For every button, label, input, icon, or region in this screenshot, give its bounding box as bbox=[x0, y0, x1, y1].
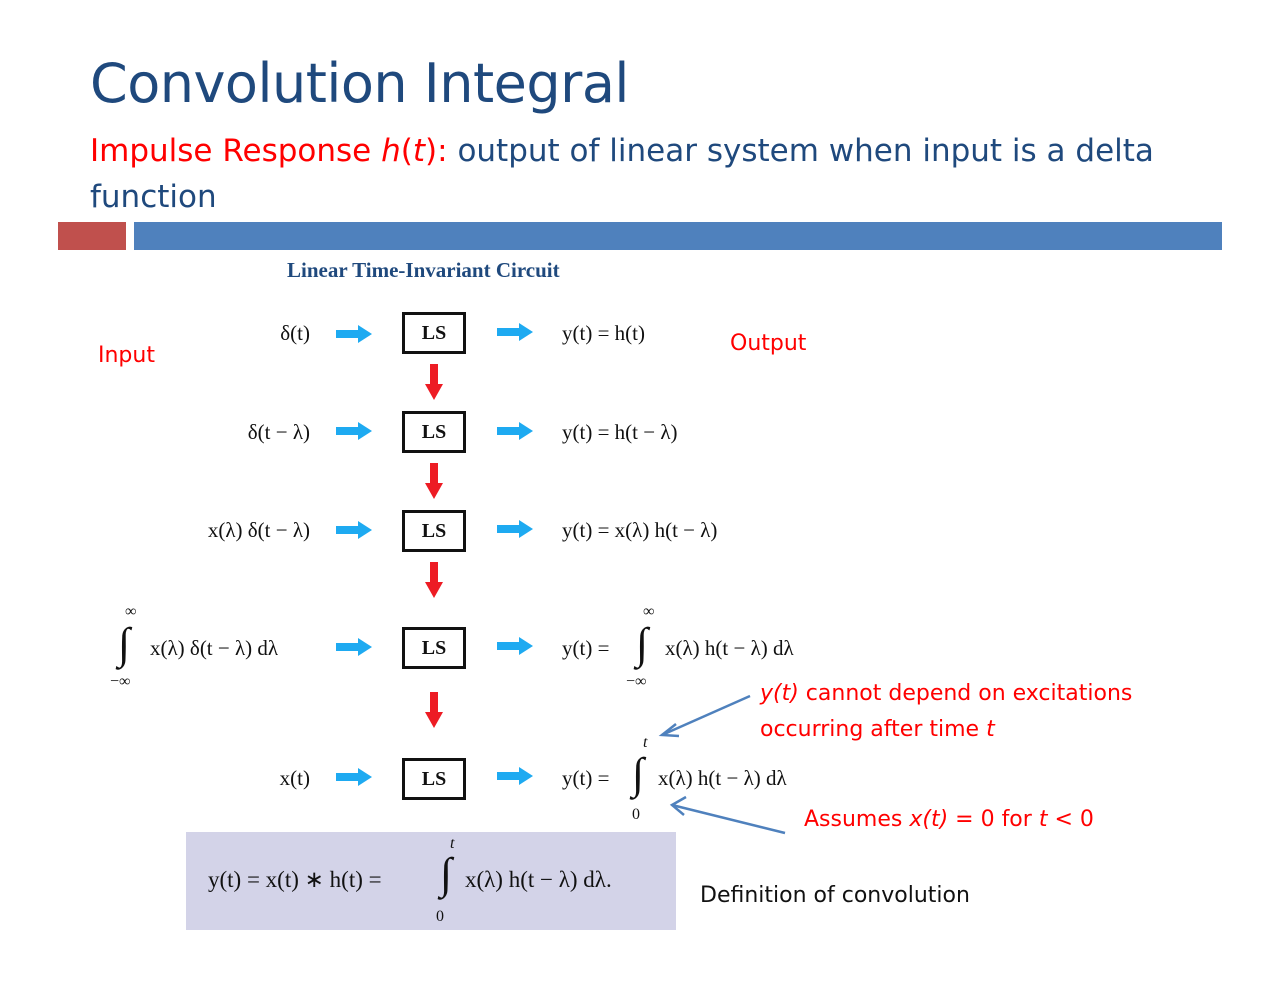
flow-arrow-icon bbox=[336, 325, 372, 343]
slide-title: Convolution Integral bbox=[90, 52, 629, 115]
step-arrow-icon bbox=[425, 692, 443, 728]
assumption-text: Assumes bbox=[804, 807, 910, 832]
row1-input: δ(t) bbox=[280, 321, 310, 345]
output-integral-upper: ∞ bbox=[643, 603, 655, 620]
x-of-t: x(t) bbox=[909, 807, 949, 832]
definition-note: Definition of convolution bbox=[700, 883, 970, 908]
t-variable: t bbox=[986, 717, 995, 742]
ls-box: LS bbox=[402, 411, 466, 453]
slide-subtitle: Impulse Response h(t): output of linear … bbox=[90, 128, 1170, 220]
row5-output-lhs: y(t) = bbox=[562, 766, 610, 790]
output-label: Output bbox=[730, 331, 807, 356]
header-main-bar bbox=[134, 222, 1222, 250]
definition-lower-limit: 0 bbox=[436, 908, 444, 925]
flow-arrow-icon bbox=[497, 422, 533, 440]
step-arrow-icon bbox=[425, 463, 443, 499]
row3-input: x(λ) δ(t − λ) bbox=[207, 518, 310, 542]
row5-input: x(t) bbox=[279, 766, 310, 790]
causality-text: occurring after time bbox=[760, 717, 987, 742]
flow-arrow-icon bbox=[336, 422, 372, 440]
causality-annotation: y(t) cannot depend on excitations occurr… bbox=[760, 676, 1132, 748]
definition-lhs: y(t) = x(t) ∗ h(t) = bbox=[208, 867, 382, 892]
integral-sign: ∫ bbox=[632, 749, 645, 798]
input-label: Input bbox=[98, 343, 155, 368]
header-accent-bar bbox=[58, 222, 126, 250]
colon: : bbox=[437, 133, 448, 169]
definition-upper-limit: t bbox=[450, 835, 455, 852]
row3-output: y(t) = x(λ) h(t − λ) bbox=[562, 518, 718, 542]
output-integral-upper: t bbox=[643, 734, 648, 751]
definition-box bbox=[186, 832, 676, 930]
t-variable: t bbox=[1038, 807, 1048, 832]
input-integral-upper: ∞ bbox=[125, 603, 137, 620]
flow-arrow-icon bbox=[497, 520, 533, 538]
t-symbol: t bbox=[412, 133, 426, 169]
flow-arrow-icon bbox=[497, 767, 533, 785]
row2-output: y(t) = h(t − λ) bbox=[562, 420, 678, 444]
step-arrow-icon bbox=[425, 562, 443, 598]
h-symbol: h bbox=[381, 133, 401, 169]
integral-sign: ∫ bbox=[636, 619, 649, 668]
integral-sign: ∫ bbox=[118, 619, 131, 668]
row2-input: δ(t − λ) bbox=[247, 420, 310, 444]
integral-sign: ∫ bbox=[440, 849, 453, 898]
step-arrow-icon bbox=[425, 364, 443, 400]
definition-integrand: x(λ) h(t − λ) dλ. bbox=[465, 867, 612, 892]
diagram-title: Linear Time-Invariant Circuit bbox=[287, 258, 560, 282]
causality-text: cannot depend on excitations bbox=[798, 681, 1133, 706]
impulse-response-label: Impulse Response bbox=[90, 133, 382, 169]
causality-line-2: occurring after time t bbox=[760, 712, 1132, 748]
impulse-response-term: Impulse Response h(t): bbox=[90, 133, 448, 169]
y-of-t: y(t) bbox=[760, 681, 799, 706]
row1-output: y(t) = h(t) bbox=[562, 321, 645, 345]
output-integral-lower: −∞ bbox=[626, 673, 647, 690]
assumption-annotation: Assumes x(t) = 0 for t < 0 bbox=[804, 802, 1094, 838]
callout-arrow-icon bbox=[669, 795, 786, 835]
flow-arrow-icon bbox=[336, 521, 372, 539]
assumption-text: = 0 for bbox=[948, 807, 1039, 832]
input-integral-lower: −∞ bbox=[110, 673, 131, 690]
row4-output-lhs: y(t) = bbox=[562, 636, 610, 660]
causality-line-1: y(t) cannot depend on excitations bbox=[760, 676, 1132, 712]
ls-box: LS bbox=[402, 758, 466, 800]
flow-arrow-icon bbox=[497, 637, 533, 655]
flow-arrow-icon bbox=[497, 323, 533, 341]
output-integral-lower: 0 bbox=[632, 806, 640, 823]
row4-output-integrand: x(λ) h(t − λ) dλ bbox=[665, 636, 794, 660]
row5-output-integrand: x(λ) h(t − λ) dλ bbox=[658, 766, 787, 790]
paren-open: ( bbox=[400, 133, 413, 169]
paren-close: ) bbox=[425, 133, 438, 169]
callout-arrow-icon bbox=[658, 694, 751, 738]
row4-input-integrand: x(λ) δ(t − λ) dλ bbox=[150, 636, 279, 660]
flow-arrow-icon bbox=[336, 768, 372, 786]
ls-box: LS bbox=[402, 312, 466, 354]
assumption-text: < 0 bbox=[1047, 807, 1094, 832]
ls-box: LS bbox=[402, 510, 466, 552]
ls-box: LS bbox=[402, 627, 466, 669]
flow-arrow-icon bbox=[336, 638, 372, 656]
subtitle-body: output of linear system when input is a … bbox=[90, 133, 1154, 215]
